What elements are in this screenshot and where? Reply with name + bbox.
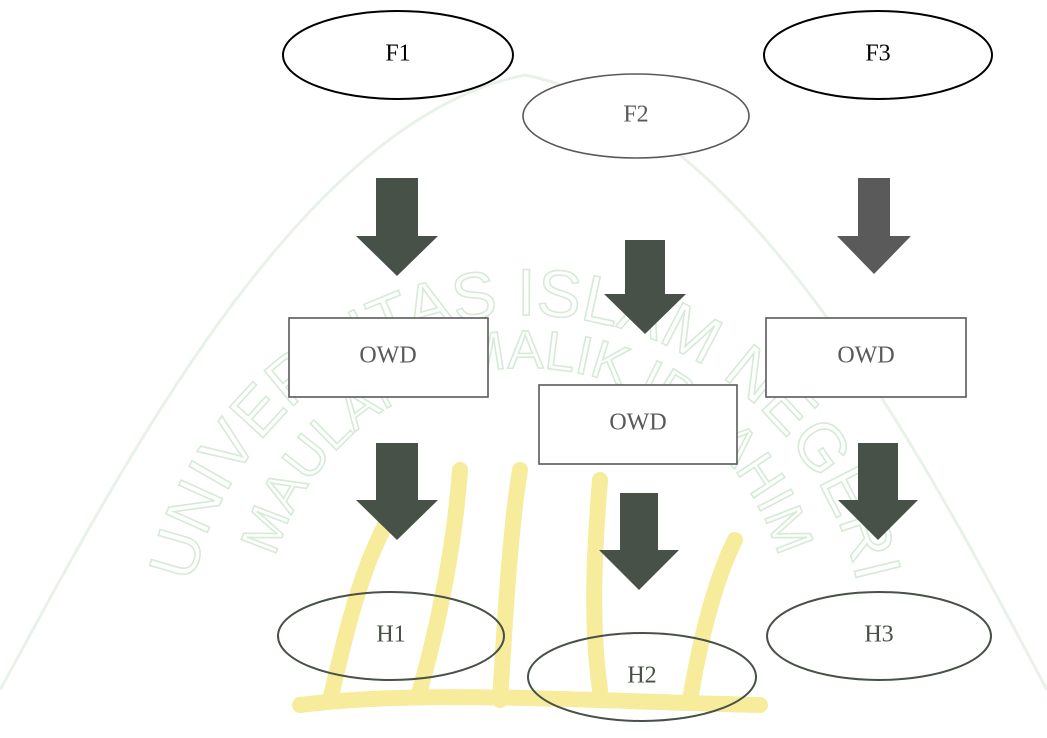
- watermark-calligraphy: [292, 462, 768, 713]
- arrow-f1-to-owd1: [356, 178, 438, 276]
- h1-shape: [277, 591, 505, 681]
- owd3-node: OWD: [765, 317, 967, 398]
- f1-node: F1: [282, 10, 514, 100]
- owd2-node: OWD: [538, 384, 738, 465]
- arrow-owd2-to-h2: [599, 493, 679, 590]
- f3-shape: [763, 10, 993, 100]
- h2-shape: [527, 632, 757, 722]
- owd1-node: OWD: [288, 317, 489, 398]
- owd2-label: OWD: [609, 410, 666, 436]
- f2-node: F2: [522, 73, 750, 159]
- h2-node: H2: [527, 632, 757, 722]
- arrow-f3-to-owd3: [837, 178, 911, 274]
- f1-shape: [282, 10, 514, 100]
- h1-node: H1: [277, 591, 505, 681]
- f3-label: F3: [865, 41, 890, 67]
- owd3-label: OWD: [837, 343, 894, 369]
- h2-label: H2: [627, 663, 656, 689]
- f2-label: F2: [623, 102, 648, 128]
- f1-label: F1: [385, 41, 410, 67]
- owd1-shape: [288, 317, 489, 398]
- owd3-shape: [765, 317, 967, 398]
- arrow-f2-to-owd2: [604, 240, 686, 334]
- f3-node: F3: [763, 10, 993, 100]
- arrow-owd3-to-h3: [838, 443, 918, 540]
- h3-node: H3: [766, 591, 992, 681]
- owd1-label: OWD: [359, 343, 416, 369]
- f2-shape: [522, 73, 750, 159]
- owd2-shape: [538, 384, 738, 465]
- h3-shape: [766, 591, 992, 681]
- arrow-owd1-to-h1: [356, 443, 438, 540]
- watermark-outline: [0, 73, 1047, 691]
- h1-label: H1: [376, 622, 405, 648]
- h3-label: H3: [864, 622, 893, 648]
